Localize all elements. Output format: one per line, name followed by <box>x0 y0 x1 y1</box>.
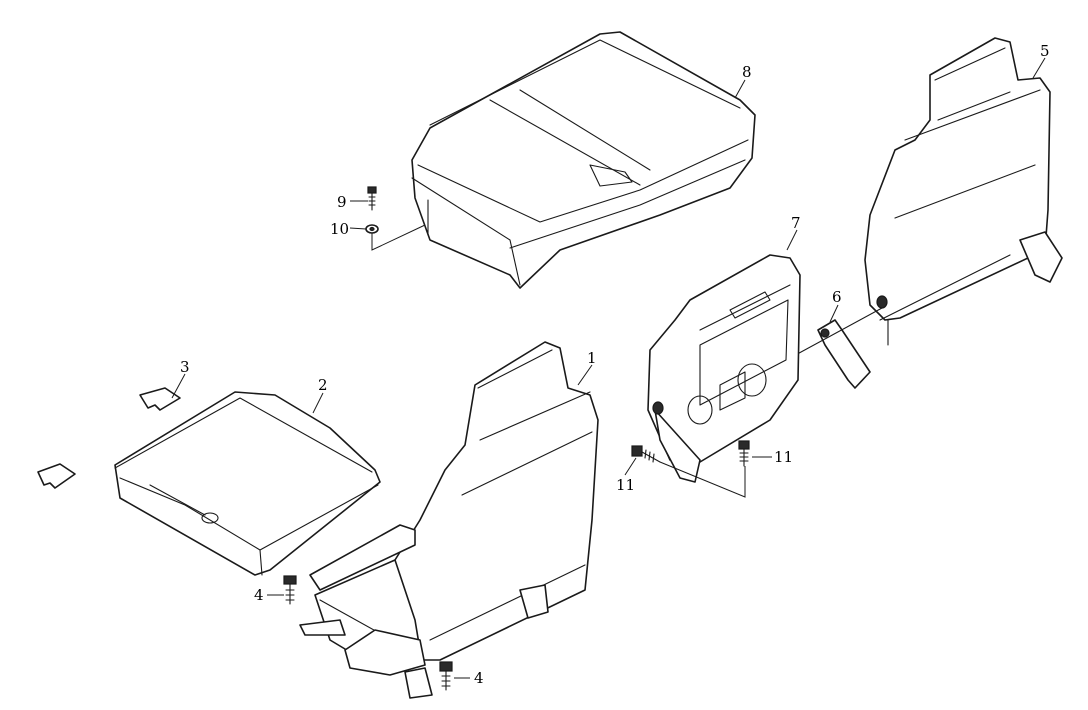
bench-cushion-part-8 <box>411 31 756 289</box>
leader-lines <box>171 57 1046 679</box>
callout-5: 5 <box>1040 42 1050 60</box>
bolt-part-4-upper <box>283 575 297 605</box>
leader-6 <box>789 307 883 359</box>
callout-11-right: 11 <box>774 448 793 466</box>
callout-7: 7 <box>791 214 801 232</box>
front-seat-part-1 <box>299 341 599 699</box>
callout-4-lower: 4 <box>474 669 484 687</box>
callout-6: 6 <box>832 288 842 306</box>
callout-3: 3 <box>180 358 190 376</box>
seat-back-part-5 <box>864 37 1063 346</box>
leader-9-10 <box>371 224 426 251</box>
bolt-part-11-right <box>738 440 750 467</box>
washer-part-10 <box>365 224 379 234</box>
bolt-part-11-left <box>631 445 661 463</box>
callout-10: 10 <box>330 220 349 238</box>
bolt-part-4-lower <box>439 661 453 691</box>
leader-11 <box>659 461 746 498</box>
callout-1: 1 <box>587 349 597 367</box>
clip-part-3 <box>139 387 181 411</box>
rear-panel-part-7 <box>647 254 801 483</box>
clip-part-3-second <box>37 463 76 489</box>
callout-labels: 1 2 3 4 4 5 6 7 8 9 10 11 11 <box>180 42 1050 687</box>
callout-9: 9 <box>337 193 347 211</box>
callout-8: 8 <box>742 63 752 81</box>
callout-2: 2 <box>318 376 328 394</box>
callout-4-upper: 4 <box>254 586 264 604</box>
seat-cushion-part-2 <box>114 391 381 576</box>
bracket-part-6 <box>817 319 871 389</box>
callout-11-left: 11 <box>616 476 635 494</box>
bolt-part-9 <box>367 186 377 211</box>
